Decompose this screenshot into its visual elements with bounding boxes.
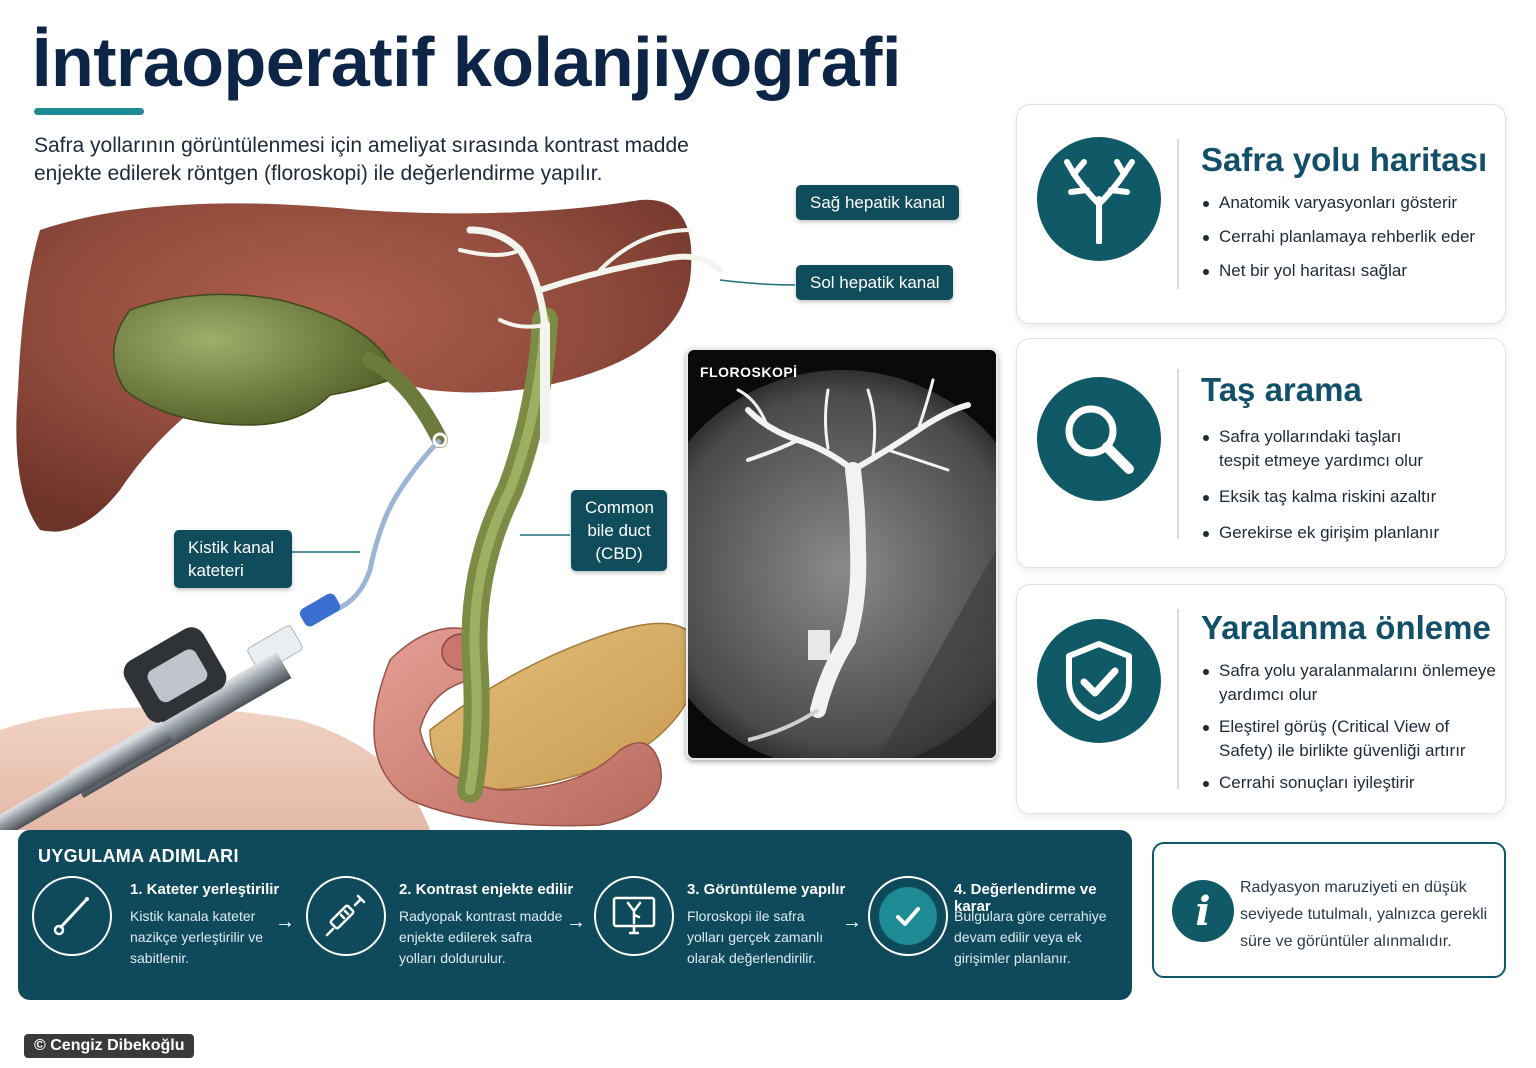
card-bullets: Anatomik varyasyonları gösterir Cerrahi … — [1201, 191, 1501, 283]
label-cystic-catheter: Kistik kanal kateteri — [174, 530, 292, 588]
trocar-instrument — [0, 627, 292, 830]
bullet-item: Cerrahi sonuçları iyileştirir — [1201, 771, 1501, 795]
label-left-hepatic-duct: Sol hepatik kanal — [796, 265, 954, 300]
shield-check-icon — [1037, 619, 1161, 743]
step-1-title: 1. Kateter yerleştirilir — [130, 881, 280, 898]
label-common-bile-duct: Common bile duct (CBD) — [571, 490, 667, 571]
cystic-duct — [362, 352, 448, 448]
arrow-right-icon: → — [566, 911, 586, 933]
card-title: Taş arama — [1201, 371, 1362, 408]
bullet-item: Eleştirel görüş (Critical View of Safety… — [1201, 715, 1501, 763]
bullet-item: Eksik taş kalma riskini azaltır — [1201, 485, 1501, 509]
card-injury-prevention: Yaralanma önleme Safra yolu yaralanmalar… — [1016, 584, 1506, 814]
copyright-credit: © Cengiz Dibekoğlu — [24, 1034, 195, 1058]
card-title: Safra yolu haritası — [1201, 141, 1488, 178]
skin-surface — [0, 707, 430, 830]
radiation-note: i Radyasyon maruziyeti en düşük seviyede… — [1152, 842, 1506, 978]
syringe-icon — [306, 876, 386, 956]
application-steps-panel: UYGULAMA ADIMLARI 1. Kateter yerleştiril… — [18, 830, 1132, 1000]
bullet-item: Safra yollarındaki taşları tespit etmeye… — [1201, 425, 1439, 473]
step-4-title: 4. Değerlendirme ve karar — [954, 881, 1097, 915]
step-4-text: Bulgulara göre cerrahiye devam edilir ve… — [954, 908, 1107, 966]
card-stone-search: Taş arama Safra yollarındaki taşları tes… — [1016, 338, 1506, 568]
fluoroscopy-label: FLOROSKOPİ — [700, 364, 798, 380]
card-title: Yaralanma önleme — [1201, 609, 1491, 646]
magnifier-icon — [1037, 377, 1161, 501]
info-icon: i — [1172, 880, 1234, 942]
step-2-title: 2. Kontrast enjekte edilir — [399, 881, 574, 898]
card-bullets: Safra yollarındaki taşları tespit etmeye… — [1201, 425, 1501, 545]
monitor-icon — [594, 876, 674, 956]
card-bile-duct-map: Safra yolu haritası Anatomik varyasyonla… — [1016, 104, 1506, 324]
hepatic-branches — [458, 226, 723, 445]
arrow-right-icon: → — [275, 911, 295, 933]
gallbladder — [113, 293, 394, 426]
bullet-item: Gerekirse ek girişim planlanır — [1201, 521, 1501, 545]
note-text: Radyasyon maruziyeti en düşük seviyede t… — [1240, 879, 1488, 950]
catheter-icon — [32, 876, 112, 956]
fluoroscopy-image: FLOROSKOPİ — [686, 348, 998, 760]
intro-text: Safra yollarının görüntülenmesi için ame… — [34, 134, 689, 185]
anatomy-illustration — [0, 199, 796, 830]
label-right-hepatic-duct: Sağ hepatik kanal — [796, 185, 960, 220]
arrow-right-icon: → — [842, 911, 862, 933]
steps-title: UYGULAMA ADIMLARI — [38, 846, 239, 866]
page-title: İntraoperatif kolanjiyografi — [32, 23, 901, 101]
step-3-title: 3. Görüntüleme yapılır — [687, 881, 846, 898]
bullet-item: Cerrahi planlamaya rehberlik eder — [1201, 225, 1501, 249]
step-2-text: Radyopak kontrast madde enjekte edilerek… — [399, 908, 563, 966]
fluoroscopy-xray — [688, 370, 996, 758]
biliary-tree-icon — [1037, 137, 1161, 261]
catheter-tube — [333, 438, 442, 613]
step-1-text: Kistik kanala kateter nazikçe yerleştiri… — [130, 908, 264, 966]
bullet-item: Anatomik varyasyonları gösterir — [1201, 191, 1501, 215]
catheter-connector — [299, 593, 341, 627]
check-icon — [868, 876, 948, 956]
bullet-item: Net bir yol haritası sağlar — [1201, 259, 1501, 283]
step-3-text: Floroskopi ile safra yolları gerçek zama… — [687, 908, 824, 966]
card-bullets: Safra yolu yaralanmalarını önlemeye yard… — [1201, 659, 1501, 795]
title-underline — [34, 108, 144, 115]
bullet-item: Safra yolu yaralanmalarını önlemeye yard… — [1201, 659, 1501, 707]
